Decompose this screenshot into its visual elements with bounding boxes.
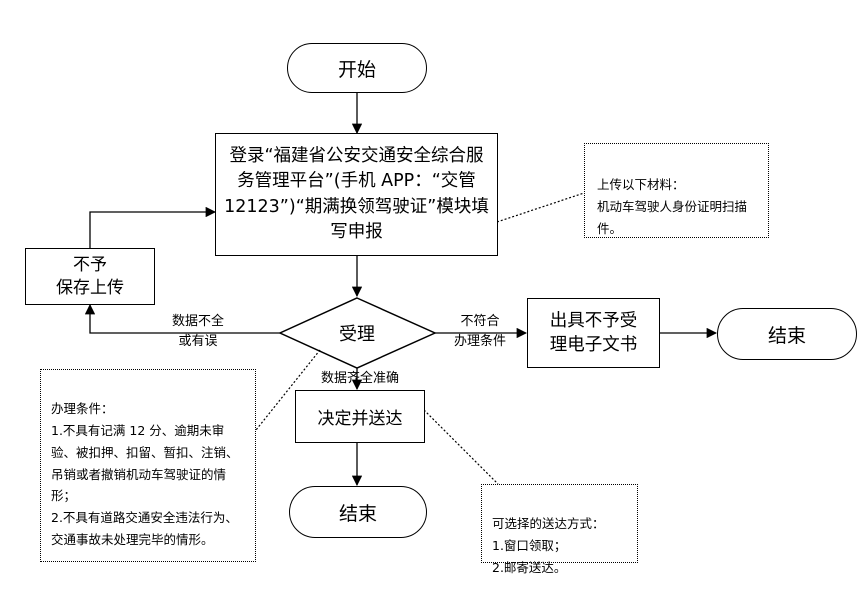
conditions-text: 办理条件： 1.不具有记满 12 分、逾期未审验、被扣押、扣留、暂扣、注销、吊销… bbox=[51, 400, 239, 548]
edge-label-complete: 数据齐全准确 bbox=[320, 371, 399, 386]
dotted-accept-to-conditions-note bbox=[255, 349, 321, 431]
login-declare-label: 登录“福建省公安交通安全综合服务管理平台”(手机 APP：“交管 12123”)… bbox=[224, 145, 489, 242]
login-declare-node: 登录“福建省公安交通安全综合服务管理平台”(手机 APP：“交管 12123”)… bbox=[215, 133, 498, 256]
decide-deliver-node: 决定并送达 bbox=[295, 390, 425, 443]
edge-label-not-meet: 不符合 办理条件 bbox=[453, 314, 506, 349]
edge-label-incomplete: 数据不全 或有误 bbox=[171, 314, 224, 349]
end-bottom-node: 结束 bbox=[289, 486, 427, 538]
delivery-methods-text: 可选择的送达方式： 1.窗口领取； 2.邮寄送达。 bbox=[492, 515, 605, 575]
accept-decision-label-wrap: 受理 bbox=[300, 318, 414, 348]
end-bottom-label: 结束 bbox=[338, 502, 377, 525]
no-save-upload-node: 不予 保存上传 bbox=[25, 248, 155, 305]
start-label: 开始 bbox=[337, 58, 376, 81]
reject-document-node: 出具不予受 理电子文书 bbox=[527, 298, 660, 368]
end-right-label: 结束 bbox=[767, 324, 806, 347]
arrow-nosave-to-login bbox=[89, 206, 217, 248]
decide-deliver-label: 决定并送达 bbox=[317, 409, 403, 429]
delivery-methods-note: 可选择的送达方式： 1.窗口领取； 2.邮寄送达。 bbox=[481, 484, 638, 575]
end-right-node: 结束 bbox=[717, 308, 857, 360]
arrow-accept-to-nosave bbox=[84, 303, 280, 334]
start-node: 开始 bbox=[287, 43, 427, 93]
reject-document-label: 出具不予受 理电子文书 bbox=[549, 310, 638, 356]
accept-decision-label: 受理 bbox=[339, 324, 375, 345]
dotted-decide-to-delivery-note bbox=[423, 409, 499, 485]
upload-materials-note: 上传以下材料： 机动车驾驶人身份证明扫描件。 bbox=[584, 143, 769, 238]
no-save-upload-label: 不予 保存上传 bbox=[56, 255, 124, 298]
dotted-login-to-upload-note bbox=[496, 192, 585, 223]
conditions-note: 办理条件： 1.不具有记满 12 分、逾期未审验、被扣押、扣留、暂扣、注销、吊销… bbox=[40, 369, 256, 562]
upload-materials-text: 上传以下材料： 机动车驾驶人身份证明扫描件。 bbox=[597, 176, 748, 236]
